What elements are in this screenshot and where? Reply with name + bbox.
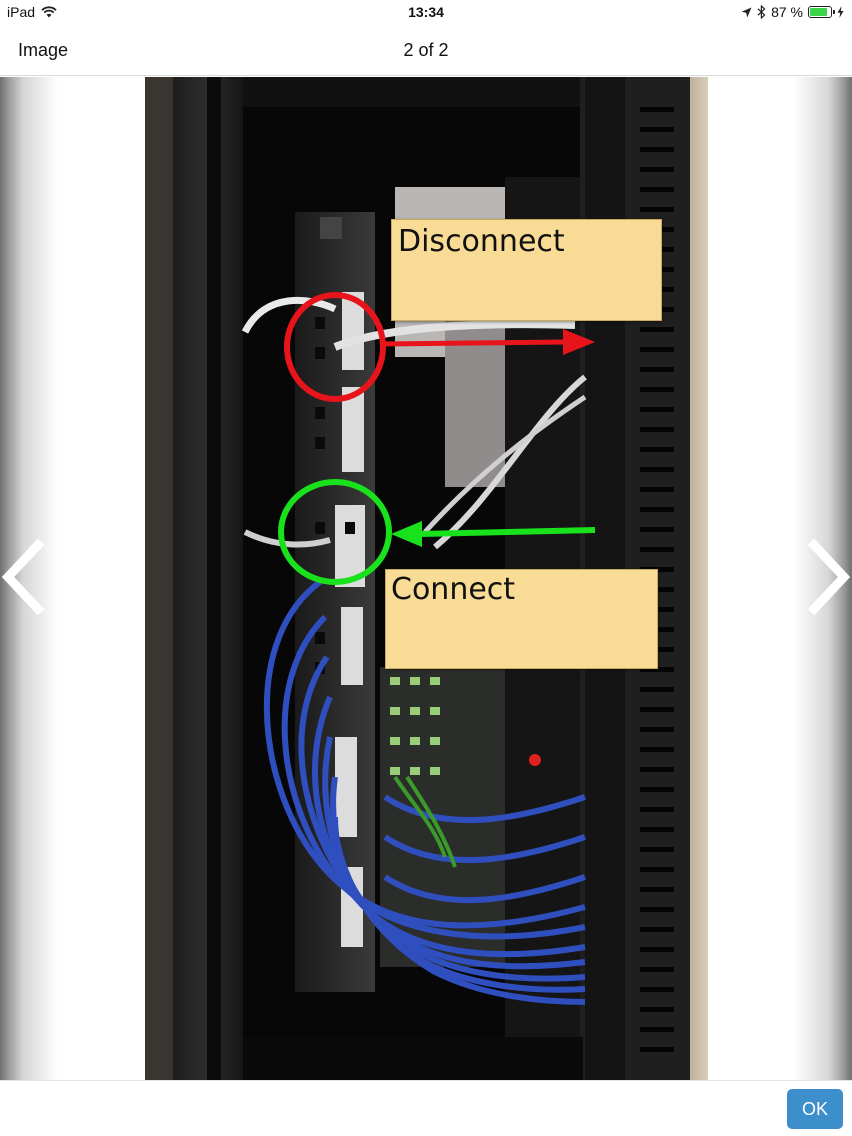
wifi-icon <box>41 6 57 18</box>
connect-note: Connect <box>385 569 658 669</box>
status-bar: iPad 13:34 87 % <box>0 0 852 26</box>
previous-image-button[interactable] <box>0 537 50 617</box>
status-time: 13:34 <box>408 4 444 20</box>
connect-label: Connect <box>391 572 516 607</box>
chevron-right-icon <box>807 538 851 616</box>
disconnect-note: Disconnect <box>391 219 662 321</box>
viewer-right-margin <box>707 77 852 1080</box>
device-name: iPad <box>7 4 36 20</box>
bottom-toolbar: OK <box>0 1080 852 1136</box>
next-image-button[interactable] <box>802 537 852 617</box>
nav-title: Image <box>18 40 69 60</box>
charging-icon <box>837 6 844 18</box>
nav-bar: Image 2 of 2 <box>0 26 852 76</box>
location-icon <box>741 7 752 17</box>
chevron-left-icon <box>1 538 45 616</box>
status-left: iPad <box>7 4 57 20</box>
battery-icon <box>808 6 835 18</box>
ok-button[interactable]: OK <box>787 1089 843 1129</box>
viewer-left-margin <box>0 77 145 1080</box>
battery-percent: 87 % <box>771 4 803 20</box>
image-viewer[interactable]: Disconnect Connect <box>0 77 852 1080</box>
image-counter: 2 of 2 <box>403 40 449 60</box>
status-right: 87 % <box>741 4 844 20</box>
rack-photo: Disconnect Connect <box>145 77 708 1080</box>
disconnect-label: Disconnect <box>398 224 565 259</box>
battery-fill <box>810 8 828 16</box>
bluetooth-icon <box>757 5 766 19</box>
